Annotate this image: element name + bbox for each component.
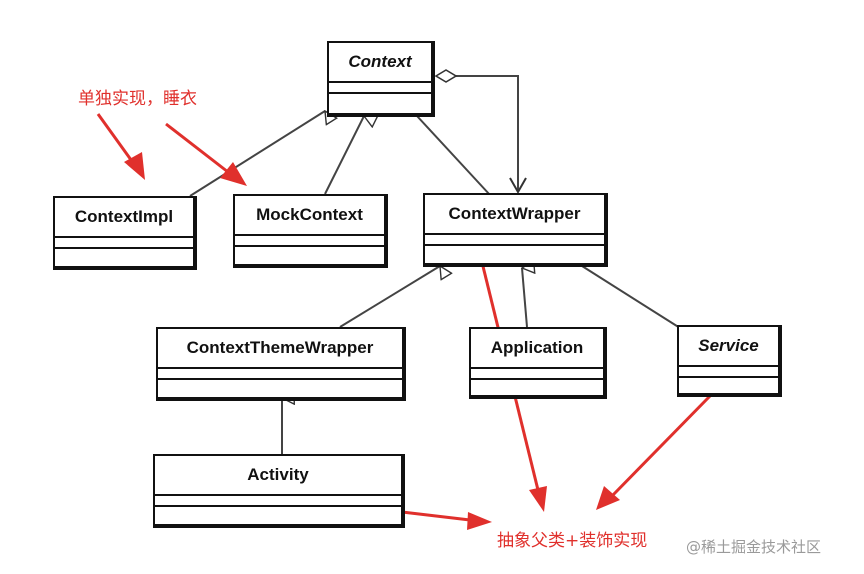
contextthemewrapper-class: ContextThemeWrapper xyxy=(156,327,406,401)
inherit-mockcontext-context xyxy=(324,116,364,195)
mockcontext-attributes-section xyxy=(235,236,384,247)
service-class-name: Service xyxy=(679,327,778,367)
inherit-contextimpl-context xyxy=(189,111,325,197)
inherit-application-contextwrapper xyxy=(522,268,527,328)
contextimpl-methods-section xyxy=(55,249,193,258)
contextimpl-class-name: ContextImpl xyxy=(55,198,193,238)
red-arrowhead-contextwrapper xyxy=(529,486,547,512)
inherit-themewrapper-contextwrapper xyxy=(339,266,440,328)
mockcontext-class-name: MockContext xyxy=(235,196,384,236)
service-attributes-section xyxy=(679,367,778,378)
contextimpl-class: ContextImpl xyxy=(53,196,197,270)
red-arrowhead-activity xyxy=(467,512,492,530)
contextimpl-attributes-section xyxy=(55,238,193,249)
application-class: Application xyxy=(469,327,607,399)
activity-class-name: Activity xyxy=(155,456,401,496)
contextthemewrapper-attributes-section xyxy=(158,369,402,380)
service-methods-section xyxy=(679,378,778,387)
red-arrow-to-contextimpl xyxy=(96,113,136,165)
service-class: Service xyxy=(677,325,782,397)
contextwrapper-attributes-section xyxy=(425,235,604,246)
context-class-name: Context xyxy=(329,43,431,83)
mockcontext-methods-section xyxy=(235,247,384,256)
red-arrow-from-service xyxy=(610,394,712,498)
inherit-service-contextwrapper xyxy=(582,266,681,329)
red-arrowhead-service xyxy=(596,486,620,510)
contextwrapper-methods-section xyxy=(425,246,604,255)
red-arrowhead-mockcontext xyxy=(220,162,247,186)
contextthemewrapper-class-name: ContextThemeWrapper xyxy=(158,329,402,369)
annotation-abstract-decorator: 抽象父类+装饰实现 xyxy=(497,531,648,551)
contextwrapper-class: ContextWrapper xyxy=(423,193,608,267)
contextwrapper-class-name: ContextWrapper xyxy=(425,195,604,235)
context-attributes-section xyxy=(329,83,431,94)
context-class: Context xyxy=(327,41,435,117)
red-arrowhead-contextimpl xyxy=(124,152,145,180)
application-class-name: Application xyxy=(471,329,603,369)
application-attributes-section xyxy=(471,369,603,380)
activity-class: Activity xyxy=(153,454,405,528)
red-arrow-from-activity xyxy=(401,510,471,522)
mockcontext-class: MockContext xyxy=(233,194,388,268)
application-methods-section xyxy=(471,380,603,389)
activity-attributes-section xyxy=(155,496,401,507)
red-arrow-to-mockcontext xyxy=(165,122,229,174)
aggregation-context-contextwrapper xyxy=(434,69,527,195)
inherit-contextwrapper-context xyxy=(417,116,491,196)
watermark: @稀土掘金技术社区 xyxy=(686,538,822,556)
annotation-standalone-impl: 单独实现，睡衣 xyxy=(78,89,197,109)
context-methods-section xyxy=(329,94,431,103)
contextthemewrapper-methods-section xyxy=(158,380,402,389)
activity-methods-section xyxy=(155,507,401,516)
